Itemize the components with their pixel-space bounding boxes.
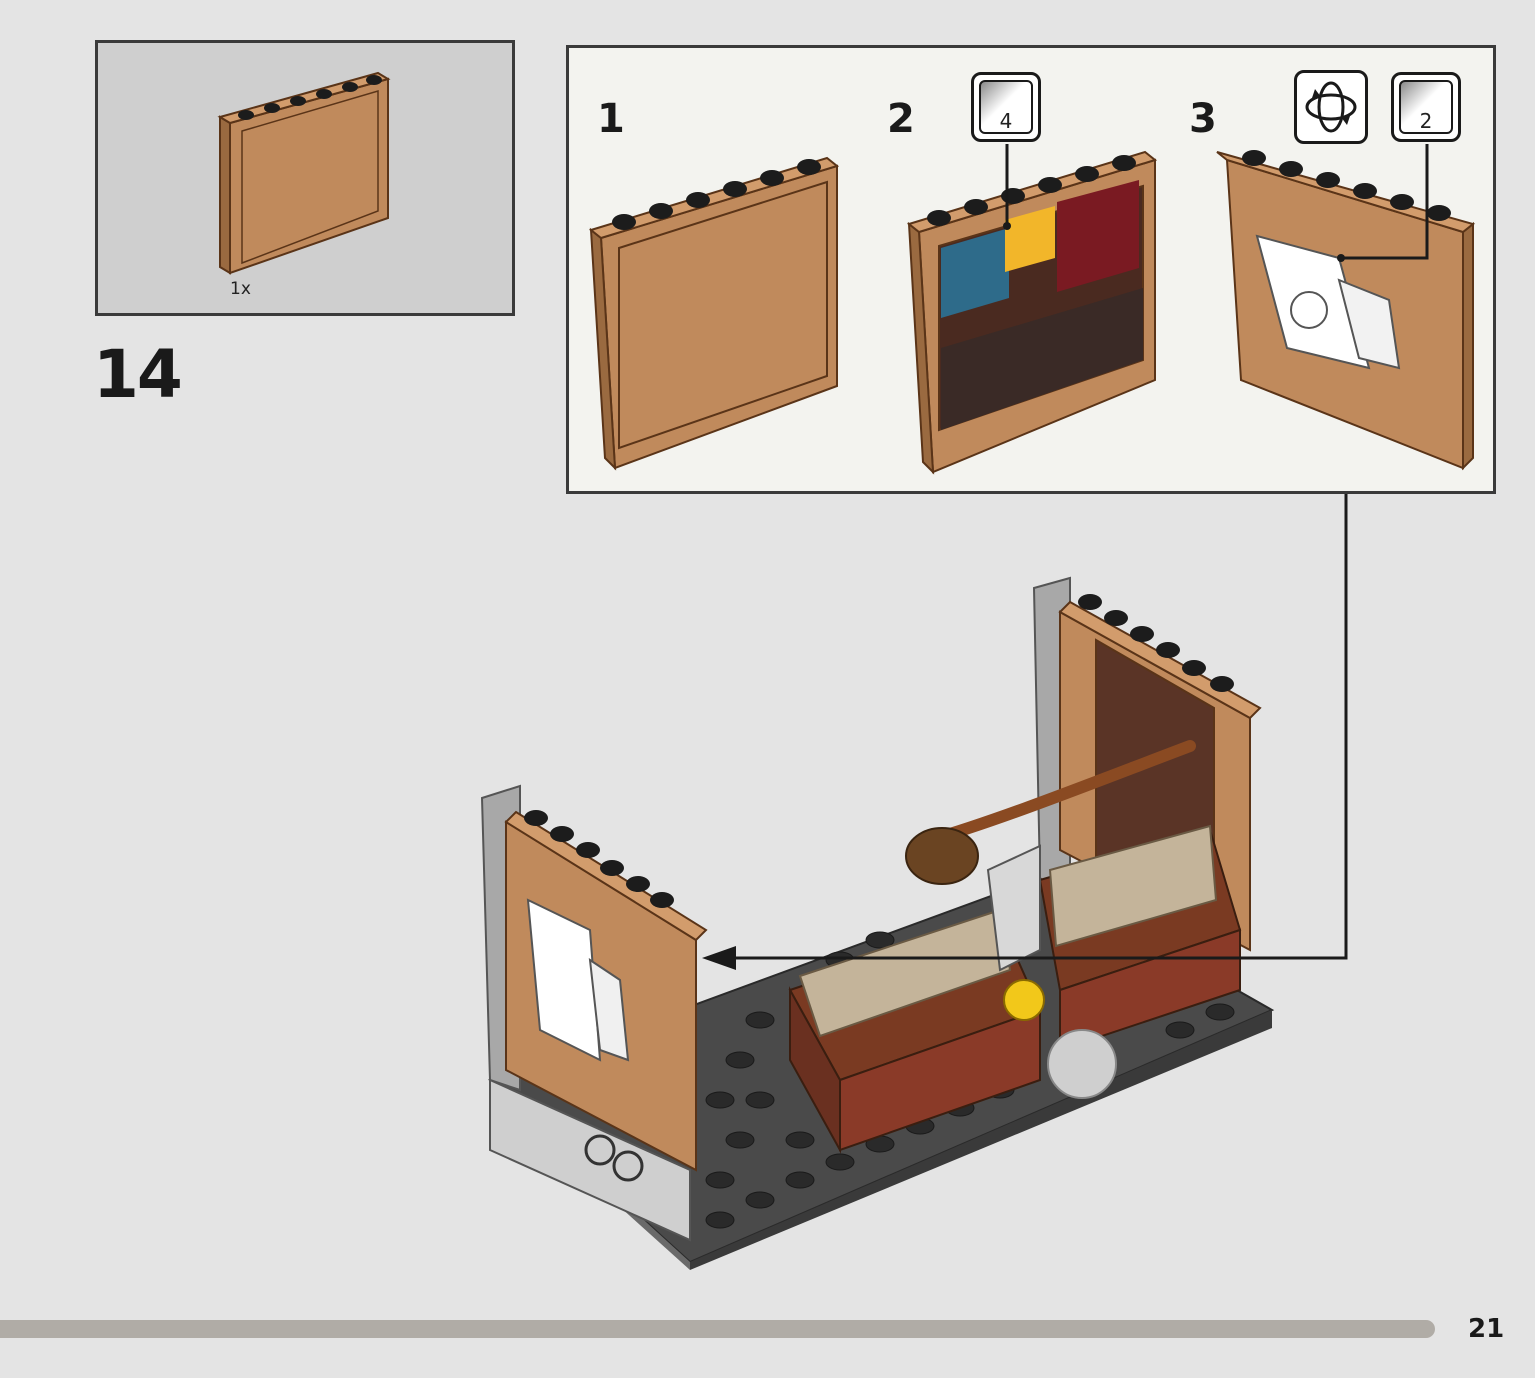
rotate-model-icon: [1294, 70, 1368, 144]
wall-panel-plain: [588, 156, 840, 471]
substep-number-3: 3: [1189, 96, 1217, 142]
arrow-icon: [720, 494, 1348, 960]
substep-number-1: 1: [597, 96, 625, 142]
page-progress-bar: [0, 1320, 1435, 1338]
sticker-number: 4: [999, 109, 1013, 133]
wall-panel-with-poster: [906, 144, 1158, 475]
parts-callout-box: 1x: [95, 40, 515, 316]
substep-number-2: 2: [887, 96, 915, 142]
wall-panel-with-flyer: [1216, 144, 1476, 471]
sub-assembly-box: 1 2 3 4 2: [566, 45, 1496, 494]
sticker-number: 2: [1419, 109, 1433, 133]
part-quantity: 1x: [230, 279, 251, 299]
wall-panel-part: [217, 71, 391, 275]
sticker-icon: 2: [1391, 72, 1461, 142]
step-number: 14: [93, 336, 183, 413]
sub-assembly-illustration: [588, 144, 1476, 475]
sticker-icon: 4: [971, 72, 1041, 142]
page-number: 21: [1468, 1314, 1505, 1344]
